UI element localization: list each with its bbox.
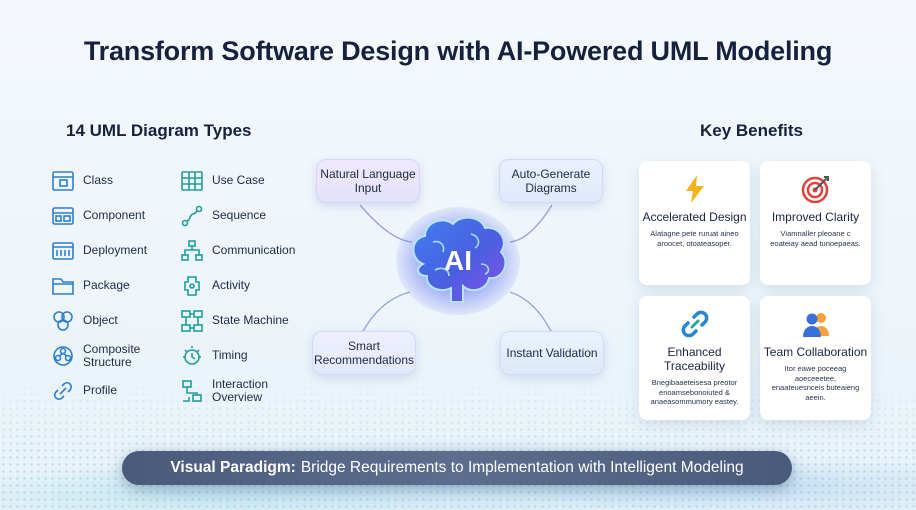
profile-diagram-icon: [53, 381, 73, 400]
feature-auto-generate-diagrams: Auto-Generate Diagrams: [499, 159, 603, 203]
benefit-card-accelerated-design: Accelerated Design Alatagne pete ruruat …: [639, 161, 750, 285]
benefit-title: Team Collaboration: [763, 345, 868, 359]
use-case-diagram-icon: [181, 170, 203, 191]
banner-brand: Visual Paradigm:: [170, 459, 296, 476]
sequence-diagram-icon: [181, 205, 203, 226]
feature-smart-recommendations: Smart Recommendations: [312, 331, 416, 375]
diagram-label: Communication: [212, 243, 296, 257]
link-icon: [681, 310, 708, 338]
footer-banner: Visual Paradigm: Bridge Requirements to …: [122, 451, 792, 485]
target-icon: [801, 176, 829, 204]
diagram-label: Object: [83, 313, 118, 327]
diagram-item-interaction-overview: Interaction Overview: [180, 373, 307, 408]
benefit-card-enhanced-traceability: Enhanced Traceability Bnegibaaeteisesa p…: [639, 296, 750, 420]
diagram-item-package: Package: [51, 268, 178, 303]
composite-structure-icon: [53, 345, 73, 366]
diagram-item-object: Object: [51, 303, 178, 338]
diagram-label: Activity: [212, 278, 251, 292]
benefit-title: Enhanced Traceability: [664, 345, 725, 373]
benefit-description: Viamnaller pleoane c eoateiay aead tunoe…: [770, 229, 861, 248]
uml-list-left: Class Component Deployment Package Objec…: [51, 163, 178, 408]
page-title: Transform Software Design with AI-Powere…: [83, 36, 833, 66]
diagram-item-communication: Communication: [180, 233, 307, 268]
diagram-item-deployment: Deployment: [51, 233, 178, 268]
ai-center-label: AI: [444, 245, 472, 276]
feature-instant-validation: Instant Validation: [500, 331, 604, 375]
deployment-diagram-icon: [52, 241, 74, 260]
diagram-item-class: Class: [51, 163, 178, 198]
ai-brain-icon: AI: [396, 207, 520, 315]
timing-diagram-icon: [183, 345, 201, 365]
diagram-label: State Machine: [212, 313, 289, 327]
state-machine-icon: [181, 309, 203, 332]
diagram-label: Timing: [212, 348, 248, 362]
banner-text: Bridge Requirements to Implementation wi…: [300, 459, 744, 476]
lightning-icon: [685, 175, 704, 203]
uml-section-heading: 14 UML Diagram Types: [66, 121, 252, 140]
class-diagram-icon: [52, 170, 74, 191]
diagram-item-state-machine: State Machine: [180, 303, 307, 338]
diagram-label: Interaction Overview: [212, 376, 269, 404]
feature-natural-language-input: Natural Language Input: [316, 159, 420, 203]
diagram-item-sequence: Sequence: [180, 198, 307, 233]
package-diagram-icon: [52, 277, 74, 295]
diagram-label: Profile: [83, 383, 118, 397]
diagram-item-timing: Timing: [180, 338, 307, 373]
interaction-overview-icon: [182, 379, 202, 402]
benefit-title: Accelerated Design: [642, 210, 747, 224]
diagram-label: Composite Structure: [83, 341, 141, 369]
uml-list-right: Use Case Sequence Communication Activity…: [180, 163, 307, 408]
diagram-item-profile: Profile: [51, 373, 178, 408]
object-diagram-icon: [53, 310, 73, 331]
diagram-item-activity: Activity: [180, 268, 307, 303]
benefit-card-improved-clarity: Improved Clarity Viamnaller pleoane c eo…: [760, 161, 871, 285]
benefit-description: Alatagne pete ruruat aineo aroocet, otoa…: [650, 229, 739, 248]
activity-diagram-icon: [184, 275, 200, 296]
diagram-label: Package: [83, 278, 130, 292]
diagram-label: Deployment: [83, 243, 148, 257]
team-icon: [802, 313, 829, 337]
communication-diagram-icon: [181, 239, 203, 261]
diagram-item-composite-structure: Composite Structure: [51, 338, 178, 373]
benefit-description: Bnegibaaeteisesa preotor enoamsebonoiute…: [650, 378, 739, 406]
benefit-card-team-collaboration: Team Collaboration Itor eawe poceeag aoe…: [760, 296, 871, 420]
benefit-title: Improved Clarity: [771, 210, 860, 224]
benefit-description: Itor eawe poceeag aoeceeetee, enaateuesn…: [771, 364, 860, 402]
diagram-item-component: Component: [51, 198, 178, 233]
benefits-section-heading: Key Benefits: [700, 121, 803, 140]
diagram-label: Class: [83, 173, 114, 187]
component-diagram-icon: [52, 206, 74, 225]
diagram-label: Use Case: [212, 173, 265, 187]
diagram-label: Component: [83, 208, 146, 222]
diagram-item-use-case: Use Case: [180, 163, 307, 198]
diagram-label: Sequence: [212, 208, 267, 222]
